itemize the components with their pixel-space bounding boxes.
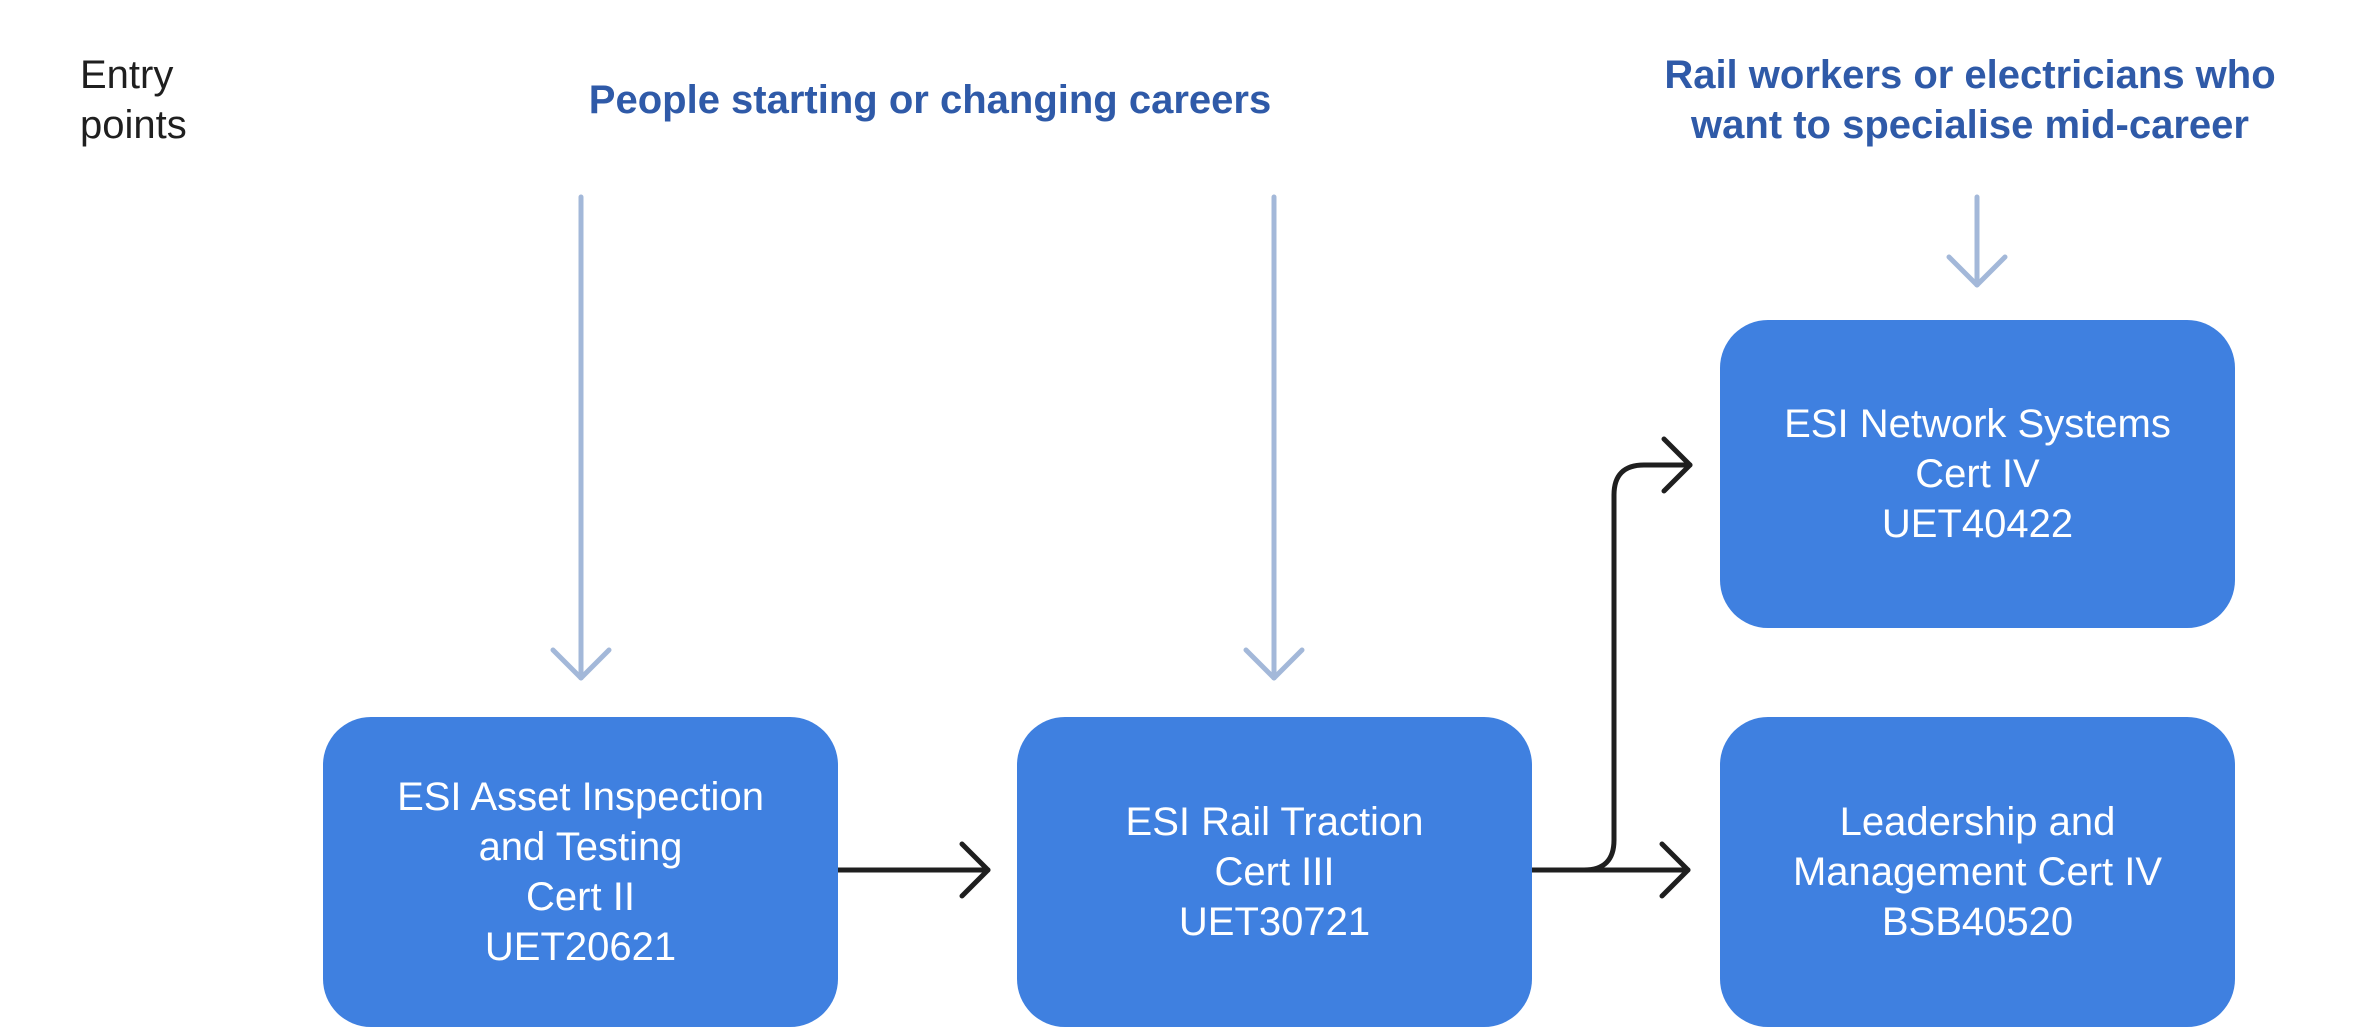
pathway-arrow-asset-to-traction xyxy=(835,841,991,899)
course-card-rail-traction: ESI Rail Traction Cert III UET30721 xyxy=(1017,717,1532,1027)
course-card-leadership: Leadership and Management Cert IV BSB405… xyxy=(1720,717,2235,1027)
audience-mid-career: Rail workers or electricians who want to… xyxy=(1664,53,2276,147)
entry-arrow-rail-traction xyxy=(1243,194,1305,681)
audience-career-starters: People starting or changing careers xyxy=(588,78,1272,122)
entry-arrow-asset-inspection xyxy=(550,194,612,681)
course-card-network-systems: ESI Network Systems Cert IV UET40422 xyxy=(1720,320,2235,628)
entry-arrow-network-systems xyxy=(1946,194,2008,288)
entry-points-label: Entry points xyxy=(80,53,187,147)
course-card-asset-inspection: ESI Asset Inspection and Testing Cert II… xyxy=(323,717,838,1027)
pathway-arrow-traction-to-network xyxy=(1529,436,1693,873)
